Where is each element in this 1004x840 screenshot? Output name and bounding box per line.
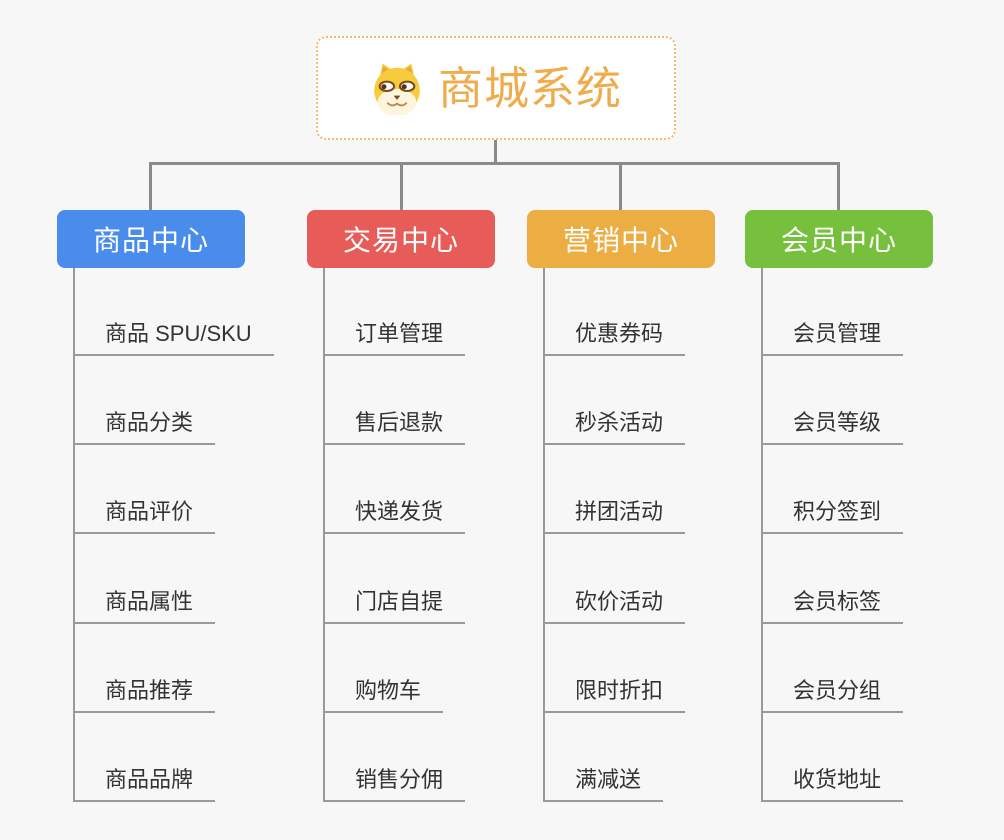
leaf-node[interactable]: 满减送 [543,766,664,802]
branch-member-center: 会员中心 会员管理 会员等级 积分签到 会员标签 会员分组 收货地址 [745,210,933,802]
branch-header-member-center[interactable]: 会员中心 [745,210,933,268]
leaf-node[interactable]: 拼团活动 [543,498,686,534]
branch-header-trade-center[interactable]: 交易中心 [307,210,495,268]
branch-trunk-line [73,268,75,802]
root-node[interactable]: 商城系统 [316,36,676,140]
leaf-node[interactable]: 砍价活动 [543,588,686,624]
branch-trunk-line [323,268,325,802]
leaf-node[interactable]: 销售分佣 [323,766,466,802]
connector-drop-marketing [619,162,622,210]
leaf-node[interactable]: 订单管理 [323,320,466,356]
branch-label: 会员中心 [780,225,897,256]
branch-header-product-center[interactable]: 商品中心 [57,210,245,268]
leaf-node[interactable]: 商品推荐 [73,677,216,713]
leaf-node[interactable]: 售后退款 [323,409,466,445]
leaf-node[interactable]: 商品评价 [73,498,216,534]
leaf-node[interactable]: 会员等级 [761,409,904,445]
leaf-node[interactable]: 会员分组 [761,677,904,713]
leaf-node[interactable]: 商品分类 [73,409,216,445]
branch-trunk-line [761,268,763,802]
leaf-node[interactable]: 优惠券码 [543,320,686,356]
branch-marketing-center: 营销中心 优惠券码 秒杀活动 拼团活动 砍价活动 限时折扣 满减送 [527,210,715,802]
branch-header-marketing-center[interactable]: 营销中心 [527,210,715,268]
root-title: 商城系统 [437,62,622,114]
branch-label: 营销中心 [562,225,679,256]
leaf-node[interactable]: 收货地址 [761,766,904,802]
leaf-node[interactable]: 秒杀活动 [543,409,686,445]
leaf-node[interactable]: 会员管理 [761,320,904,356]
branch-trunk-line [543,268,545,802]
leaf-node[interactable]: 快递发货 [323,498,466,534]
branch-label: 交易中心 [342,225,459,256]
branch-trade-center: 交易中心 订单管理 售后退款 快递发货 门店自提 购物车 销售分佣 [307,210,495,802]
connector-drop-trade [400,162,403,210]
doge-face-icon [370,61,424,115]
leaf-node[interactable]: 积分签到 [761,498,904,534]
leaf-node[interactable]: 商品属性 [73,588,216,624]
connector-horizontal-bar [149,162,840,165]
leaf-node[interactable]: 商品品牌 [73,766,216,802]
connector-drop-product [149,162,152,210]
connector-drop-member [837,162,840,210]
leaf-node[interactable]: 限时折扣 [543,677,686,713]
branch-product-center: 商品中心 商品 SPU/SKU 商品分类 商品评价 商品属性 商品推荐 商品品牌 [57,210,274,802]
leaf-node[interactable]: 商品 SPU/SKU [73,320,274,356]
branch-label: 商品中心 [92,225,209,256]
connector-root-stem [494,140,497,164]
leaf-node[interactable]: 购物车 [323,677,444,713]
leaf-node[interactable]: 门店自提 [323,588,466,624]
leaf-node[interactable]: 会员标签 [761,588,904,624]
